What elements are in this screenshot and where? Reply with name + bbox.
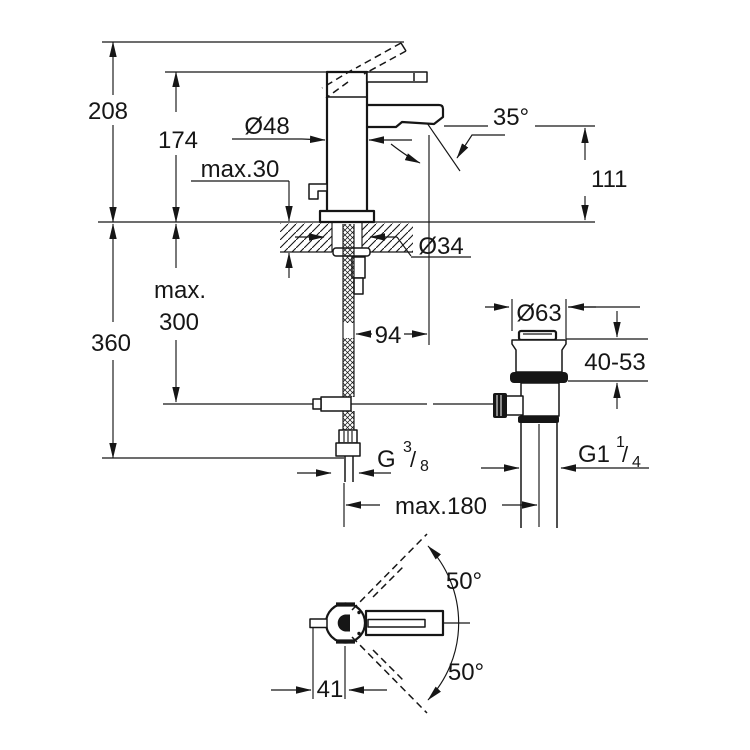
dim-label-body-diameter: Ø48 bbox=[244, 113, 289, 140]
dim-label-hole-diameter: Ø34 bbox=[418, 233, 463, 260]
dim-label-waste-thread-sub: 4 bbox=[632, 454, 641, 471]
dim-label-stream-angle: 35° bbox=[493, 104, 529, 131]
swivel-arc bbox=[427, 545, 460, 701]
supply-hose-braided bbox=[342, 224, 355, 430]
faucet-top-view: 50° 50° bbox=[309, 533, 484, 714]
dimension-depth-below-360: 360 bbox=[91, 223, 131, 459]
dim-label-waste-thread-base: G1 bbox=[578, 441, 610, 468]
dimension-spread-max180: max.180 bbox=[343, 483, 538, 527]
hose-end-fitting bbox=[335, 429, 361, 482]
dimension-deck-range-4053: 40-53 bbox=[566, 311, 648, 409]
faucet-side-view bbox=[308, 42, 461, 224]
waste-knurled-nut bbox=[493, 393, 507, 418]
dimension-offset-41: 41 bbox=[271, 628, 387, 703]
dim-label-swivel-upper: 50° bbox=[446, 568, 482, 595]
dim-label-waste-diameter: Ø63 bbox=[516, 300, 561, 327]
dim-label-supply-thread-sup: 3 bbox=[403, 439, 412, 456]
dim-label-rod-max-2: 300 bbox=[159, 309, 199, 336]
waste-seal-ring bbox=[518, 416, 559, 423]
waste-oring bbox=[510, 372, 568, 383]
waste-plug-cap bbox=[517, 329, 558, 342]
dim-label-waste-thread-slash: / bbox=[622, 442, 629, 467]
dim-label-spout-reach: 94 bbox=[375, 322, 402, 349]
dimension-waste-thread-g114: G1 1 / 4 bbox=[481, 434, 649, 472]
dim-label-body-height: 174 bbox=[158, 127, 198, 154]
reference-lines bbox=[98, 41, 595, 459]
lever-raised-dashed bbox=[321, 42, 407, 99]
spout bbox=[365, 103, 445, 129]
dim-label-outlet-height: 111 bbox=[591, 166, 627, 193]
popup-rod bbox=[163, 396, 494, 412]
dim-label-depth-below: 360 bbox=[91, 330, 131, 357]
waste-rod-socket bbox=[505, 395, 524, 416]
dimension-spout-reach-94: 94 bbox=[355, 135, 430, 349]
dimension-counter-thickness-max30: max.30 bbox=[191, 156, 293, 278]
dimension-supply-thread-g38: G 3 / 8 bbox=[297, 439, 429, 477]
waste-upper-body bbox=[511, 339, 567, 373]
dimension-hole-diameter-34: Ø34 bbox=[295, 233, 471, 260]
dim-label-supply-thread-base: G bbox=[377, 446, 396, 473]
dimension-waste-diameter-63: Ø63 bbox=[485, 299, 640, 339]
dim-label-swivel-lower: 50° bbox=[448, 659, 484, 686]
under-counter-assembly bbox=[332, 224, 371, 482]
waste-lower-body bbox=[520, 382, 560, 417]
swivel-range-dashed bbox=[351, 533, 428, 714]
dim-label-supply-thread-sub: 8 bbox=[420, 458, 429, 475]
cartridge-top-view bbox=[337, 614, 350, 632]
dimension-outlet-height-111: 111 bbox=[581, 127, 627, 221]
dimension-body-diameter-48: Ø48 bbox=[232, 113, 412, 144]
rod-stub-top-view bbox=[309, 618, 328, 629]
dim-label-total-height: 208 bbox=[88, 98, 128, 125]
lever-handle bbox=[366, 71, 428, 83]
dim-label-waste-thread-sup: 1 bbox=[616, 434, 625, 451]
dimension-body-height-174: 174 bbox=[158, 71, 198, 223]
dimension-rod-max-300: max. 300 bbox=[154, 223, 206, 403]
dim-label-deck-range: 40-53 bbox=[584, 349, 645, 376]
popup-waste-valve bbox=[493, 329, 568, 528]
dimension-total-height-208: 208 bbox=[88, 41, 128, 223]
rod-joint bbox=[320, 396, 352, 412]
dim-label-supply-thread-slash: / bbox=[410, 447, 417, 472]
popup-pull-knob bbox=[308, 183, 328, 200]
base-flange bbox=[318, 209, 376, 224]
dim-label-spread-max: max.180 bbox=[395, 493, 487, 520]
stream-arc-arrow bbox=[390, 143, 421, 164]
dim-label-counter-thickness: max.30 bbox=[201, 156, 280, 183]
dim-label-offset: 41 bbox=[317, 676, 344, 703]
dimension-stream-angle-35: 35° bbox=[444, 104, 595, 159]
lever-top-view bbox=[364, 609, 445, 637]
dim-label-rod-max-1: max. bbox=[154, 277, 206, 304]
